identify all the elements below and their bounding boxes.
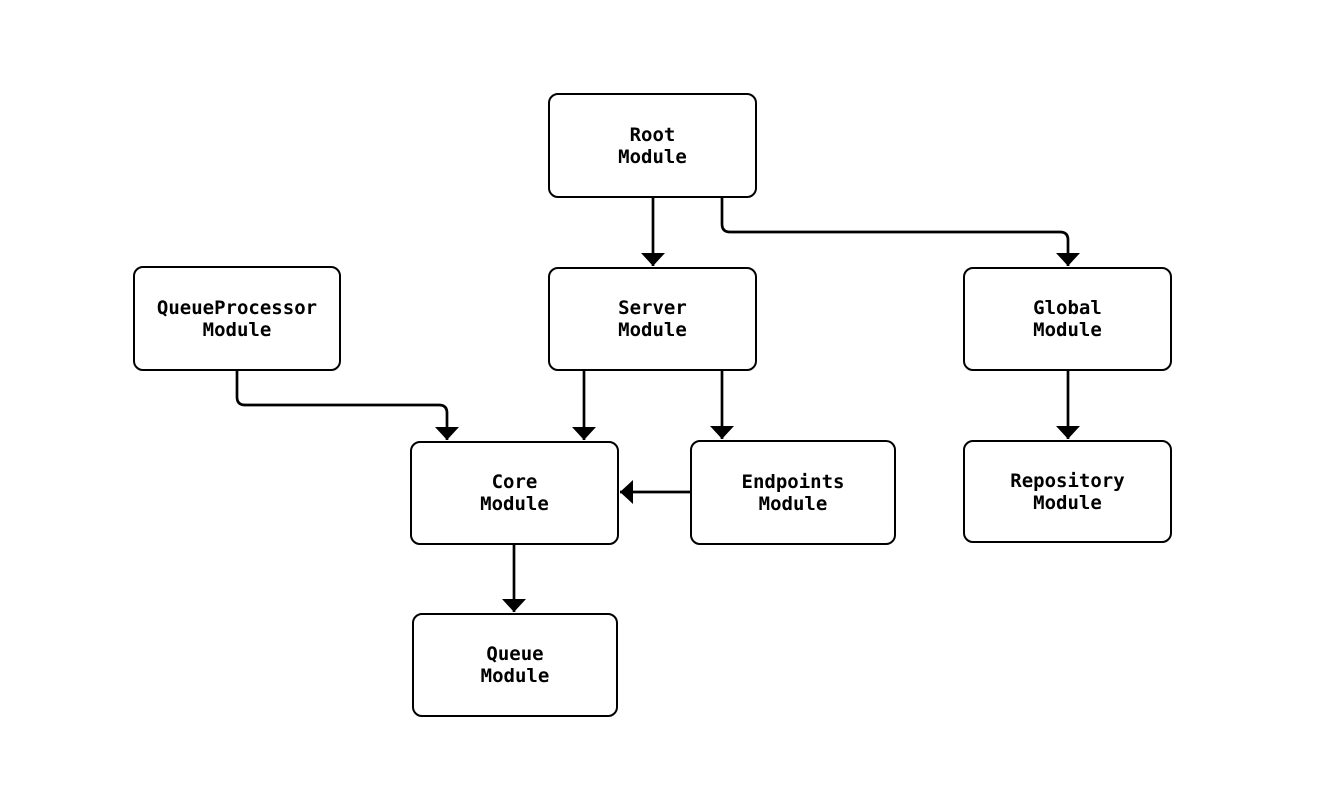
node-label: Server Module [618, 297, 687, 341]
edge-group [235, 198, 1080, 612]
node-queue-module: Queue Module [412, 613, 618, 717]
node-repository-module: Repository Module [963, 440, 1172, 543]
node-endpoints-module: Endpoints Module [690, 440, 896, 545]
node-core-module: Core Module [410, 441, 619, 545]
node-label: Root Module [618, 123, 687, 168]
node-queueprocessor-module: QueueProcessor Module [133, 266, 341, 371]
node-label: Global Module [1033, 297, 1102, 341]
node-label: Repository Module [1010, 469, 1125, 514]
node-server-module: Server Module [548, 267, 757, 371]
edge-queueprocessor-to-core [235, 371, 459, 440]
node-label: Endpoints Module [741, 470, 845, 515]
node-label: Core Module [480, 471, 549, 515]
node-label: QueueProcessor Module [156, 296, 318, 341]
node-label: Queue Module [480, 643, 550, 687]
edge-root-to-global [720, 198, 1080, 266]
node-root-module: Root Module [548, 93, 757, 198]
node-global-module: Global Module [963, 267, 1172, 371]
